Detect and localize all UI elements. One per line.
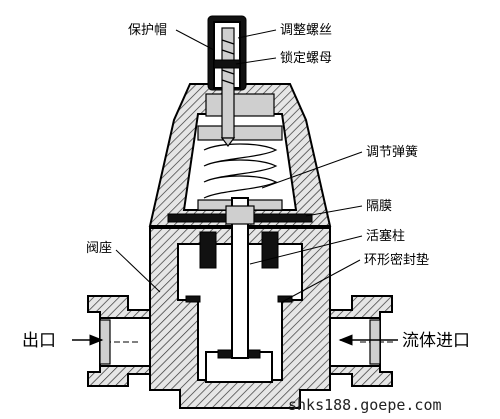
label-piston-rod: 活塞柱 [366, 228, 405, 244]
label-o-ring: 环形密封垫 [364, 252, 429, 268]
label-protective-cap: 保护帽 [128, 22, 167, 38]
adjusting-screw-assembly [207, 15, 247, 147]
label-lock-nut: 锁定螺母 [280, 50, 332, 66]
label-diaphragm: 隔膜 [366, 199, 392, 214]
watermark: shks188.goepe.com [288, 396, 442, 414]
piston-rod [225, 197, 255, 359]
label-outlet: 出口 [22, 331, 56, 351]
label-adjusting-spring: 调节弹簧 [366, 144, 418, 160]
leader-lines [72, 29, 398, 346]
label-fluid-inlet: 流体进口 [402, 331, 470, 351]
label-valve-seat: 阀座 [86, 241, 112, 256]
label-adjusting-screw: 调整螺丝 [280, 23, 332, 38]
